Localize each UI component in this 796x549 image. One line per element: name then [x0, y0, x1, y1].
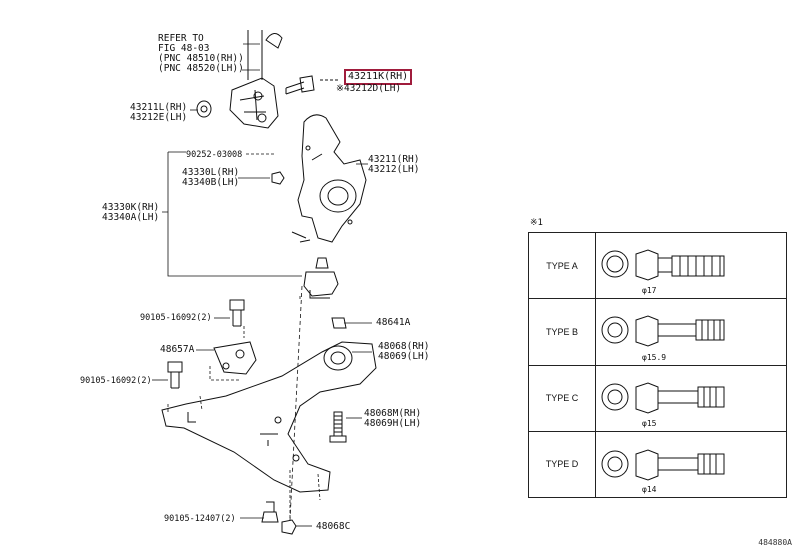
part-label-43330K[interactable]: 43330K(RH) [102, 202, 160, 213]
table-row: TYPE D φ14 [528, 430, 787, 499]
rear-bushing-48068M [329, 411, 347, 443]
part-label-48068C[interactable]: 48068C [316, 521, 351, 532]
nut-48068C [281, 519, 297, 535]
bushing-48641A [331, 317, 347, 329]
part-label-43212D[interactable]: ※43212D(LH) [336, 83, 402, 94]
type-a-label: TYPE A [528, 231, 596, 300]
type-d-diameter: φ14 [642, 485, 657, 494]
part-label-48069H[interactable]: 48069H(LH) [364, 418, 422, 429]
type-d-cell: φ14 [595, 430, 787, 499]
bolt-nut-43211L [196, 100, 212, 118]
part-label-43212[interactable]: 43212(LH) [368, 164, 420, 175]
bolt-type-table: TYPE A φ17 TYPE B φ15.9 TYPE C φ15 TYPE … [528, 231, 787, 499]
bolt-90105-upper [229, 299, 245, 327]
refer-note-line4: (PNC 48520(LH)) [158, 63, 244, 74]
dust-deflector-nut [271, 171, 285, 185]
refer-note-line1: REFER TO [158, 33, 204, 44]
camber-bolt [285, 75, 338, 95]
part-label-90105-lower[interactable]: 90105-16092(2) [80, 376, 152, 386]
type-b-label: TYPE B [528, 298, 596, 366]
bolt-90105-lower [167, 361, 183, 389]
lower-control-arm [161, 341, 377, 493]
type-c-label: TYPE C [528, 364, 596, 432]
drawing-code: 484880A [758, 538, 792, 547]
part-label-43340A[interactable]: 43340A(LH) [102, 212, 160, 223]
table-row: TYPE C φ15 [528, 364, 787, 432]
part-label-43211[interactable]: 43211(RH) [368, 154, 420, 165]
steering-knuckle [291, 114, 367, 243]
part-label-48657A[interactable]: 48657A [160, 344, 195, 355]
refer-note-line3: (PNC 48510(RH)) [158, 53, 244, 64]
leader-lines [152, 43, 372, 527]
part-label-48641A[interactable]: 48641A [376, 317, 411, 328]
part-label-48069[interactable]: 48069(LH) [378, 351, 430, 362]
part-label-48068M[interactable]: 48068M(RH) [364, 408, 422, 419]
type-a-diameter: φ17 [642, 286, 657, 296]
part-label-43340B[interactable]: 43340B(LH) [182, 177, 240, 188]
bolt-90105-bottom [261, 501, 279, 523]
part-label-90105-upper[interactable]: 90105-16092(2) [140, 313, 212, 323]
type-c-cell: φ15 [595, 364, 787, 432]
part-label-43211L[interactable]: 43211L(RH) [130, 102, 188, 113]
ball-joint [303, 257, 339, 299]
type-c-diameter: φ15 [642, 418, 657, 428]
type-a-cell: φ17 [595, 231, 787, 300]
part-label-48068[interactable]: 48068(RH) [378, 341, 430, 352]
table-row: TYPE B φ15.9 [528, 298, 787, 366]
part-label-90252[interactable]: 90252-03008 [186, 150, 243, 160]
type-b-cell: φ15.9 [595, 298, 787, 366]
type-d-label: TYPE D [528, 430, 596, 499]
refer-note-line2: FIG 48-03 [158, 43, 210, 54]
type-b-diameter: φ15.9 [642, 352, 667, 362]
part-label-43330L[interactable]: 43330L(RH) [182, 167, 240, 178]
part-label-43211K-highlighted[interactable]: 43211K(RH) [344, 69, 413, 85]
part-label-90105-bottom[interactable]: 90105-12407(2) [164, 514, 236, 524]
table-note-mark: ※1 [530, 218, 543, 228]
bracket-48657A [213, 341, 257, 375]
table-row: TYPE A φ17 [528, 231, 787, 300]
part-label-43212E[interactable]: 43212E(LH) [130, 112, 188, 123]
strut-bracket [229, 30, 283, 129]
